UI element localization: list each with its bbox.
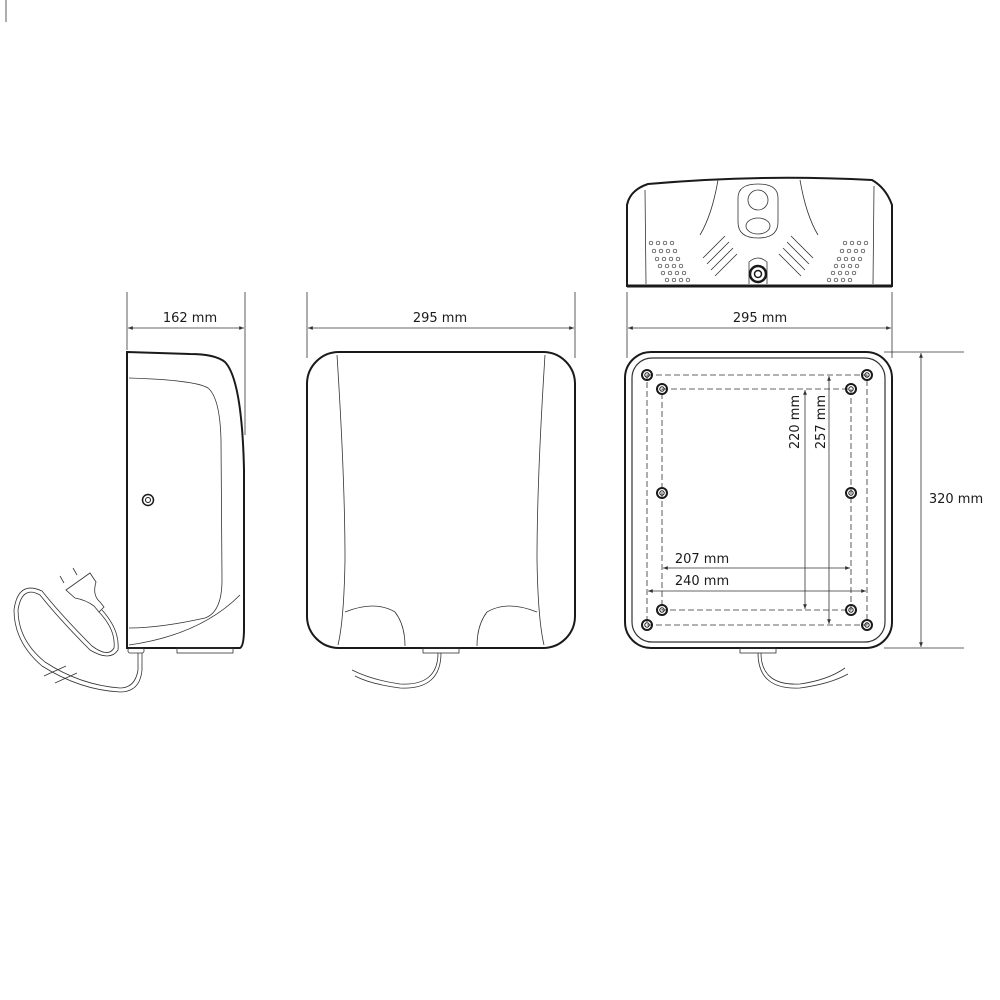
back-width-label: 295 mm — [733, 311, 787, 326]
side-view — [13, 350, 245, 693]
top-view — [626, 176, 893, 288]
front-width-label: 295 mm — [413, 311, 467, 326]
dimensions: 162 mm 295 mm 295 mm 320 mm 220 mm 257 m… — [126, 292, 983, 649]
power-plug-icon — [13, 567, 143, 693]
cable-gland-icon — [748, 264, 768, 284]
vent-holes-right — [826, 240, 869, 283]
screw-icon — [141, 493, 155, 507]
height-label: 320 mm — [929, 492, 983, 507]
vent-holes-left — [648, 240, 691, 283]
hole-horizontal-inner-label: 207 mm — [675, 552, 729, 567]
hole-horizontal-outer-label: 240 mm — [675, 574, 729, 589]
front-view — [306, 351, 576, 689]
depth-label: 162 mm — [163, 311, 217, 326]
hole-vertical-inner-label: 220 mm — [788, 395, 803, 449]
hole-vertical-outer-label: 257 mm — [814, 395, 829, 449]
mounting-holes — [641, 369, 873, 631]
back-view — [624, 351, 893, 689]
